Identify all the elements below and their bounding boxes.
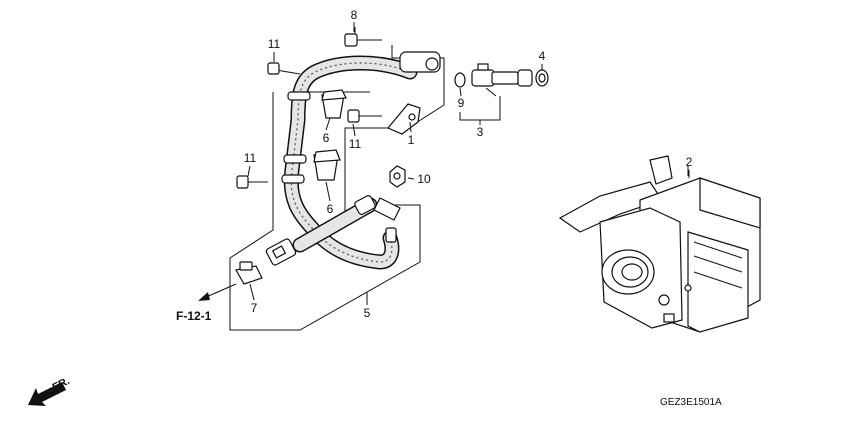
diagram-code: GEZ3E1501A [660, 397, 722, 408]
bolt-11-lower-icon [236, 175, 268, 189]
callout-6-lower: 6 [327, 202, 334, 216]
throttle-body [558, 155, 761, 333]
hose-band-clamps [281, 91, 311, 184]
callout-3: 3 [477, 125, 484, 139]
hose-clip-lower [313, 149, 341, 181]
flange-nut-icon [389, 165, 406, 188]
callout-10: 10 [417, 172, 431, 186]
callout-4: 4 [539, 49, 546, 63]
connector-clip [235, 261, 263, 285]
callout-leaders [247, 22, 690, 305]
callout-1: 1 [408, 133, 415, 147]
callout-5: 5 [364, 306, 371, 320]
callout-2: 2 [686, 155, 693, 169]
bolt-8-icon [344, 27, 382, 47]
bolt-11-upper-icon [267, 62, 301, 75]
reference-arrow-icon [198, 283, 237, 301]
callout-11-middle: 11 [349, 137, 362, 151]
seal-ring-9-icon [454, 72, 466, 88]
hose-clip-upper [321, 89, 347, 119]
callout-11-lower: 11 [244, 151, 257, 165]
direction-label: FR. [51, 375, 72, 394]
callout-11-upper: 11 [268, 37, 281, 51]
reference-label: F-12-1 [176, 309, 212, 323]
callout-9: 9 [458, 96, 465, 110]
hose-end-fittings [265, 51, 441, 266]
bolt-11-middle-icon [347, 109, 382, 123]
o-ring-4-icon [535, 69, 549, 87]
injector-bracket-lines [459, 96, 501, 125]
front-direction-arrow-icon [28, 382, 66, 406]
callout-6-upper: 6 [323, 131, 330, 145]
fuel-pipe-bracket [387, 103, 421, 135]
fuel-injector [471, 63, 533, 97]
callout-8: 8 [351, 8, 358, 22]
callout-7: 7 [251, 301, 258, 315]
assembly-bracket-lines [229, 45, 445, 331]
